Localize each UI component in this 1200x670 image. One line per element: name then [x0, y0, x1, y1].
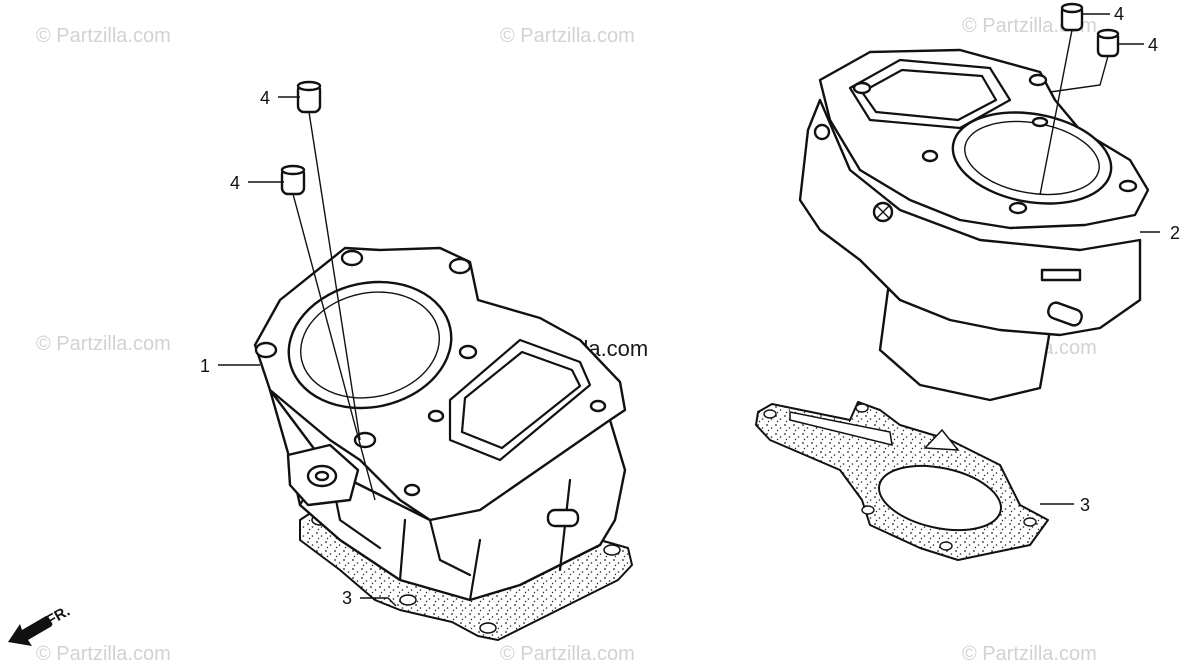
watermark: © Partzilla.com	[36, 333, 171, 355]
dowel-pin-upper-left[interactable]	[296, 80, 322, 114]
dowel-pin-lower-left[interactable]	[280, 164, 306, 196]
dowel-pin-lower-right[interactable]	[1096, 28, 1120, 58]
callout-4-right-upper: 4	[1114, 4, 1124, 24]
right-cylinder-block[interactable]	[798, 48, 1150, 402]
left-cylinder-block[interactable]	[253, 246, 627, 602]
front-indicator: FR.	[8, 603, 73, 646]
watermark: © Partzilla.com	[36, 25, 171, 47]
callout-2: 2	[1170, 223, 1180, 243]
callout-4-left-lower: 4	[230, 173, 240, 193]
leader-lines	[218, 13, 1160, 607]
watermark: © Partzilla.com	[500, 25, 635, 47]
left-dowel-pins[interactable]	[280, 80, 322, 196]
watermark: © Partzilla.com	[962, 643, 1097, 665]
watermark: © Partzilla.com	[36, 643, 171, 665]
watermark: © Partzilla.com	[500, 643, 635, 665]
callout-3-right: 3	[1080, 495, 1090, 515]
callout-labels: 1 2 3 3 4 4 4 4	[200, 4, 1180, 608]
front-direction-arrow-icon	[8, 616, 52, 646]
callout-4-left-upper: 4	[260, 88, 270, 108]
callout-3-left: 3	[342, 588, 352, 608]
callout-1: 1	[200, 356, 210, 376]
dowel-pin-upper-right[interactable]	[1060, 2, 1084, 32]
right-cylinder-gasket[interactable]	[755, 401, 1049, 561]
callout-4-right-lower: 4	[1148, 35, 1158, 55]
